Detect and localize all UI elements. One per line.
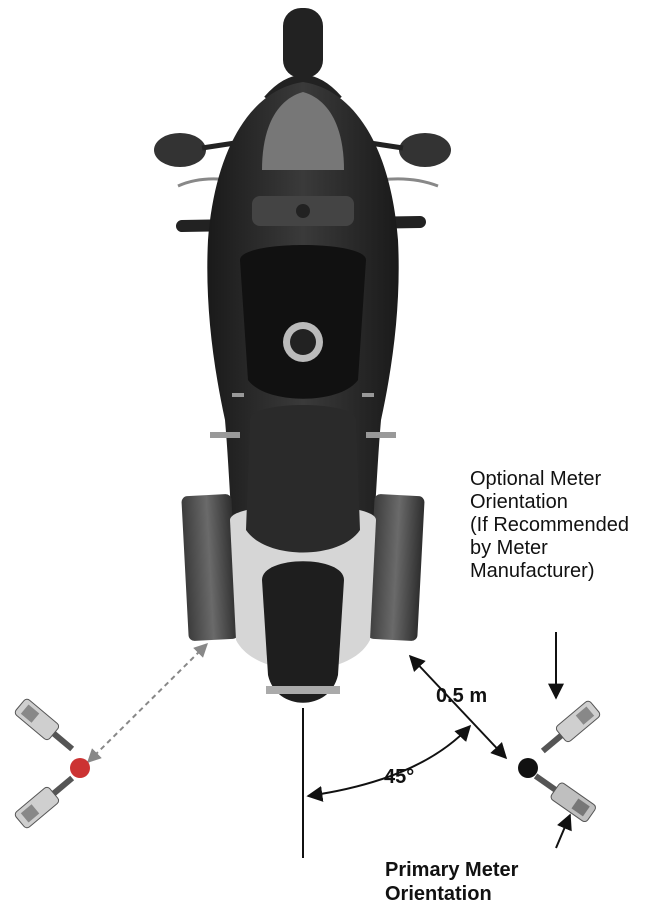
primary-orientation-label: Primary Meter Orientation (385, 858, 518, 906)
primary-sound-meter (530, 768, 597, 823)
optional-orientation-label: Optional Meter Orientation (If Recommend… (470, 468, 659, 583)
left-meter-position (70, 758, 90, 778)
distance-label: 0.5 m (436, 685, 487, 708)
left-sound-meter-upper (14, 698, 79, 757)
primary-orientation-arrow (556, 815, 570, 848)
primary-line-1: Primary Meter (385, 858, 518, 882)
optional-line-4: by Meter (470, 537, 659, 560)
primary-meter-position (518, 758, 538, 778)
angle-label: 45° (384, 766, 414, 789)
optional-line-2: Orientation (470, 491, 659, 514)
primary-line-2: Orientation (385, 882, 518, 906)
motorcycle-illustration (154, 8, 451, 703)
left-dashed-arrow (88, 644, 207, 762)
optional-sound-meter (536, 700, 601, 759)
left-sound-meter-lower (14, 770, 79, 829)
optional-line-1: Optional Meter (470, 468, 659, 491)
optional-line-5: Manufacturer) (470, 560, 659, 583)
optional-line-3: (If Recommended (470, 514, 659, 537)
